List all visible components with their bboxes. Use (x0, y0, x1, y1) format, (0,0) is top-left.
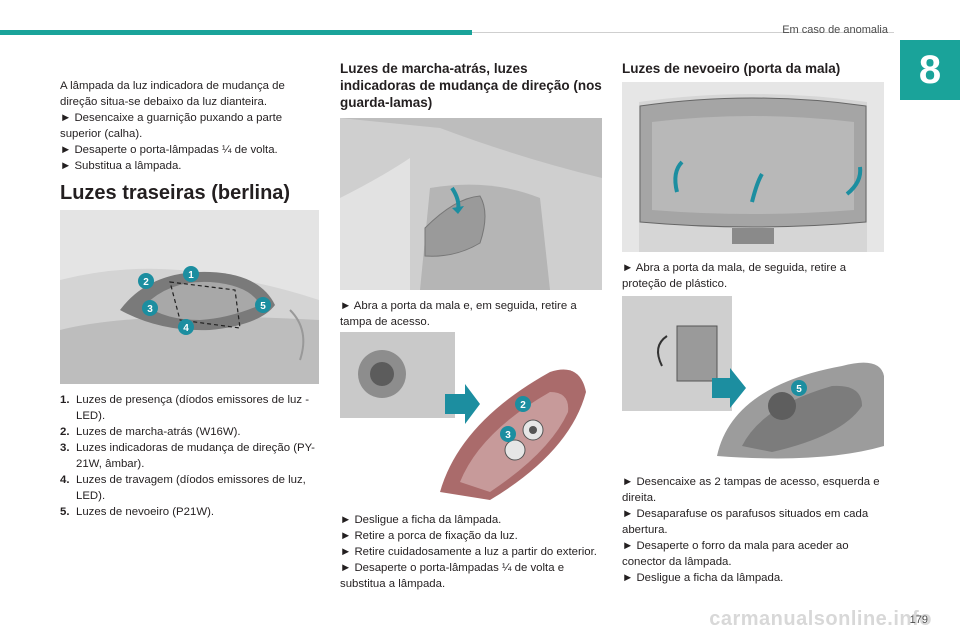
figure-trunk-access-panel (340, 118, 602, 290)
callout-badge: 2 (138, 273, 154, 289)
callout-number: 2 (143, 277, 149, 288)
step-item: ► Desencaixe as 2 tampas de acesso, esqu… (622, 476, 880, 504)
figure-foglamp-connector: 5 (622, 296, 884, 468)
step-item: ► Desaperte o porta-lâmpadas ¼ de volta. (60, 144, 278, 156)
chapter-title: Em caso de anomalia (782, 24, 888, 36)
trunk-illustration (340, 118, 602, 290)
watermark: carmanualsonline.info (709, 608, 932, 630)
steps-list: ► Desencaixe as 2 tampas de acesso, esqu… (622, 474, 884, 586)
tailgate-illustration (622, 82, 884, 252)
header-rule (472, 32, 894, 33)
intro-text: A lâmpada da luz indicadora de mudança d… (60, 80, 285, 108)
step-text: ► Abra a porta da mala, de seguida, reti… (622, 260, 884, 292)
callout-number: 2 (520, 400, 526, 411)
section-title: Luzes traseiras (berlina) (60, 182, 291, 204)
figure-tailgate-inside (622, 82, 884, 252)
legend-item: 1.Luzes de presença (díodos emissores de… (60, 394, 309, 422)
foglamp-illustration: 5 (622, 296, 884, 459)
callout-badge: 5 (791, 380, 807, 396)
legend-item: 5.Luzes de nevoeiro (P21W). (60, 506, 215, 518)
steps-list: ► Desligue a ficha da lâmpada. ► Retire … (340, 512, 606, 592)
step-item: ► Abra a porta da mala e, em seguida, re… (340, 300, 577, 328)
car-rear-illustration: 1 2 3 4 5 (60, 210, 319, 384)
column-left: A lâmpada da luz indicadora de mudança d… (60, 78, 322, 174)
header-accent-bar (0, 30, 472, 35)
step-item: ► Desligue a ficha da lâmpada. (622, 572, 784, 584)
step-item: ► Desaperte o porta-lâmpadas ¼ de volta … (340, 562, 565, 590)
callout-badge: 3 (500, 426, 516, 442)
lamp-unit-illustration: 2 3 (340, 332, 586, 500)
legend-item: 4.Luzes de travagem (díodos emissores de… (60, 474, 306, 502)
chapter-number: 8 (918, 47, 942, 92)
callout-badge: 5 (255, 297, 271, 313)
callout-number: 5 (796, 384, 802, 395)
callout-badge: 2 (515, 396, 531, 412)
chapter-number-tab: 8 (900, 40, 960, 100)
callout-number: 1 (188, 270, 194, 281)
callout-badge: 1 (183, 266, 199, 282)
callout-number: 4 (183, 323, 189, 334)
callout-number: 5 (260, 301, 266, 312)
callout-badge: 3 (142, 300, 158, 316)
callout-badge: 4 (178, 319, 194, 335)
step-item: ► Desaperte o forro da mala para aceder … (622, 540, 849, 568)
legend-item: 2.Luzes de marcha-atrás (W16W). (60, 426, 241, 438)
step-text: ► Abra a porta da mala e, em seguida, re… (340, 298, 602, 330)
figure-lamp-removal: 2 3 (340, 332, 602, 504)
step-item: ► Desaparafuse os parafusos situados em … (622, 508, 869, 536)
step-item: ► Retire cuidadosamente a luz a partir d… (340, 546, 597, 558)
figure-rear-lamps: 1 2 3 4 5 (60, 210, 319, 384)
section-title: Luzes de nevoeiro (porta da mala) (622, 61, 841, 76)
callout-number: 3 (505, 430, 511, 441)
page-number: 179 (909, 614, 928, 626)
section-title: Luzes de marcha-atrás, luzes indicadoras… (340, 61, 602, 110)
step-item: ► Abra a porta da mala, de seguida, reti… (622, 262, 847, 290)
legend-item: 3.Luzes indicadoras de mudança de direçã… (60, 442, 315, 470)
step-item: ► Desligue a ficha da lâmpada. (340, 514, 502, 526)
callout-number: 3 (147, 304, 153, 315)
step-item: ► Desencaixe a guarnição puxando a parte… (60, 112, 283, 140)
step-item: ► Substitua a lâmpada. (60, 160, 182, 172)
step-item: ► Retire a porca de fixação da luz. (340, 530, 518, 542)
bulb-legend: 1.Luzes de presença (díodos emissores de… (60, 392, 322, 520)
